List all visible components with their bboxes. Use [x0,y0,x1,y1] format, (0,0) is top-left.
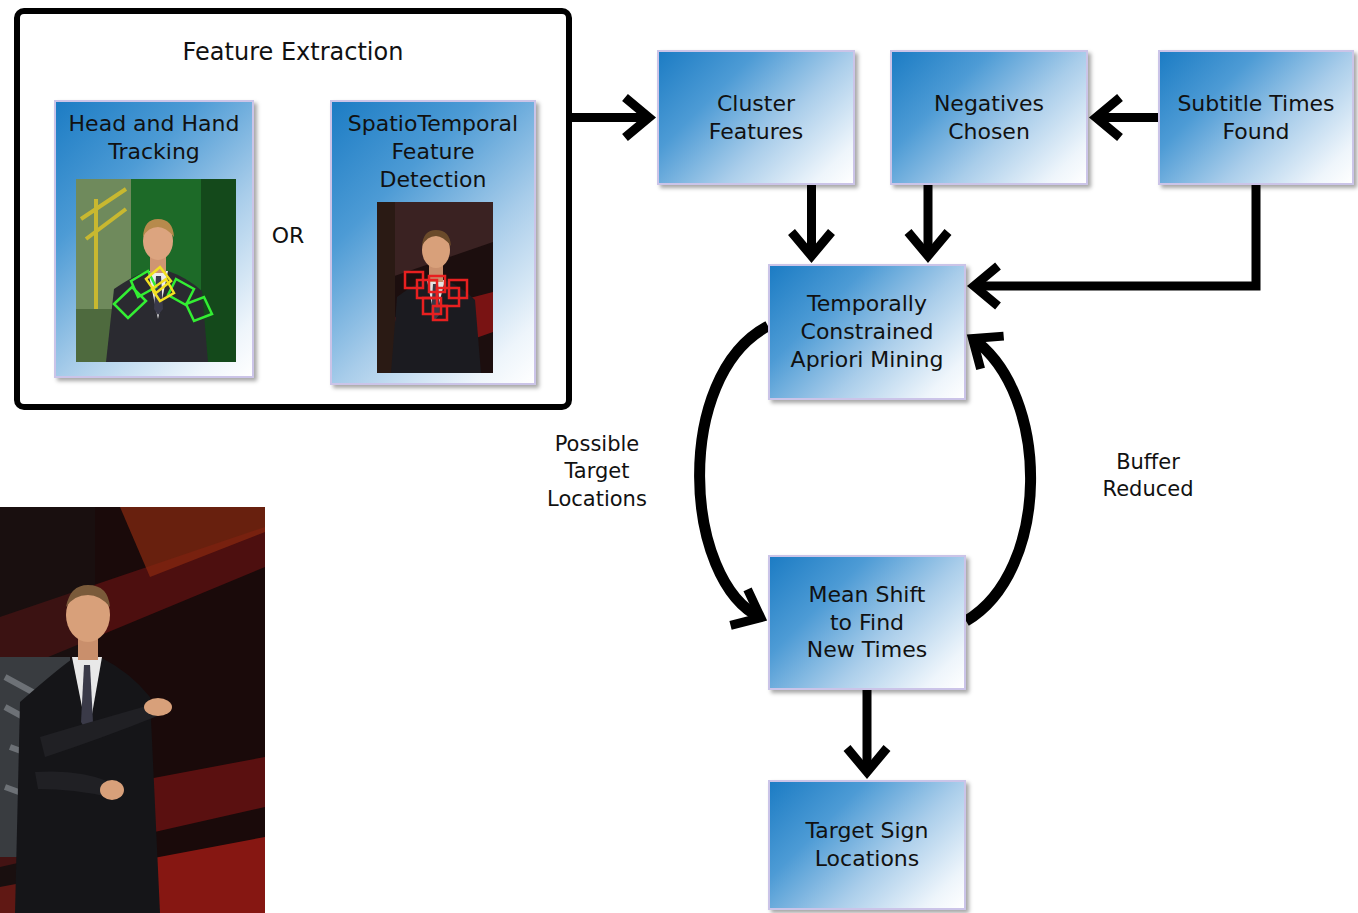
box-label: SpatioTemporal Feature Detection [336,110,530,194]
box-label: Cluster Features [676,90,836,146]
connector [700,326,768,625]
curved-connector [966,339,1031,621]
connector-line [924,185,933,256]
connector-line [572,113,649,122]
group-box: Feature ExtractionHead and Hand Tracking… [14,8,572,410]
process-box: Temporally Constrained Apriori Mining [768,264,966,400]
connector-line [974,185,1256,286]
process-box: Target Sign Locations [768,780,966,910]
connector [966,336,1031,621]
feature-photo [377,202,493,373]
connector-line [1096,113,1158,122]
box-label: Mean Shift to Find New Times [803,581,931,665]
connector-line [807,185,816,256]
connector-word: OR [269,221,308,252]
tracking-photo [76,179,236,362]
process-box: Subtitle Times Found [1158,50,1354,185]
edge-label: Possible Target Locations [534,430,660,514]
process-box: SpatioTemporal Feature Detection [330,100,536,385]
curved-connector [700,326,768,618]
connector [792,185,832,256]
connector-line [863,690,872,772]
connector [908,185,948,256]
box-label: Temporally Constrained Apriori Mining [774,290,960,374]
group-title: Feature Extraction [20,38,566,67]
edge-label: Buffer Reduced [1090,448,1206,505]
connector [1096,98,1158,138]
process-box: Head and Hand Tracking [54,100,254,378]
process-box: Mean Shift to Find New Times [768,555,966,690]
process-box: Negatives Chosen [890,50,1088,185]
box-label: Head and Hand Tracking [60,110,248,166]
connector [847,690,887,772]
box-label: Subtitle Times Found [1176,90,1336,146]
process-box: Cluster Features [657,50,855,185]
box-label: Target Sign Locations [774,817,960,873]
box-label: Negatives Chosen [909,90,1069,146]
signer-photo [0,507,265,913]
connector [974,185,1256,306]
connector [572,98,649,138]
